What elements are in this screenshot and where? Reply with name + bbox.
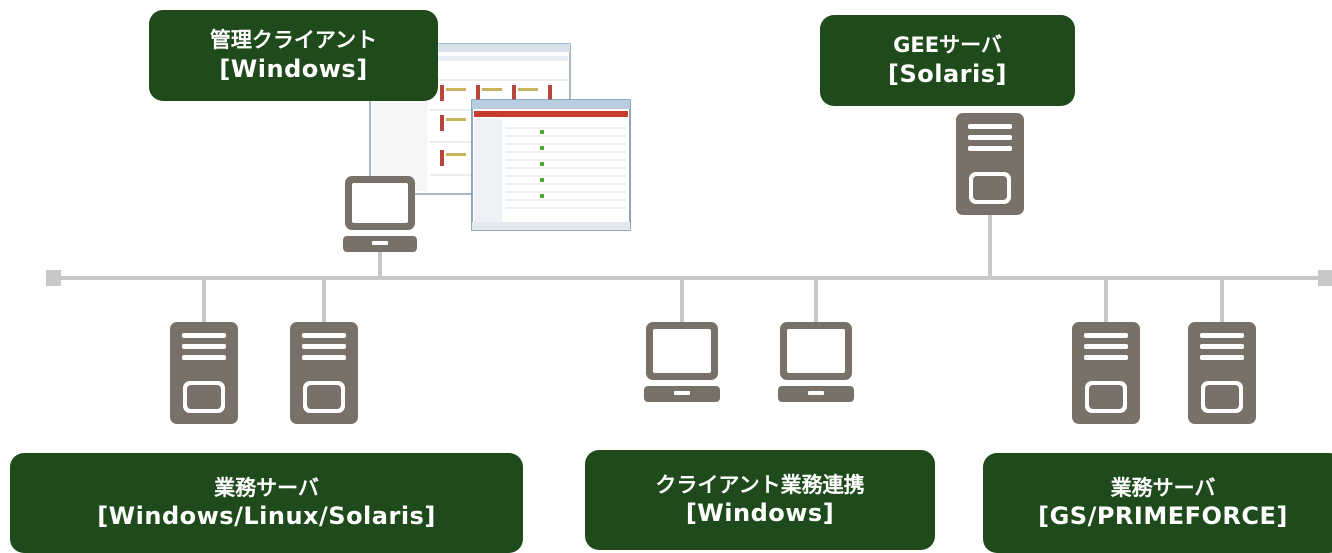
backbone-left-terminator (46, 270, 61, 286)
laptop-icon (343, 176, 417, 252)
admin-client-label: 管理クライアント [Windows] (149, 10, 438, 101)
server-icon (1188, 322, 1256, 424)
gee-server-platform: [Solaris] (888, 59, 1007, 88)
server-icon (1072, 322, 1140, 424)
laptop-icon (644, 322, 720, 402)
business-server-open-title: 業務サーバ (214, 475, 319, 500)
gee-server-label: GEEサーバ [Solaris] (820, 15, 1075, 106)
network-lines (46, 215, 1332, 322)
business-server-mainframe-platform: [GS/PRIMEFORCE] (1038, 502, 1288, 531)
client-business-link-platform: [Windows] (685, 499, 835, 528)
client-business-link-title: クライアント業務連携 (655, 472, 865, 497)
admin-client-platform: [Windows] (219, 54, 368, 83)
backbone-right-terminator (1318, 270, 1332, 286)
client-business-link-label: クライアント業務連携 [Windows] (585, 450, 935, 550)
business-server-mainframe-title: 業務サーバ (1110, 475, 1216, 500)
laptop-icon (778, 322, 854, 402)
gee-server-title: GEEサーバ (893, 33, 1002, 58)
server-icon (956, 113, 1024, 215)
server-icon (290, 322, 358, 424)
server-icon (170, 322, 238, 424)
admin-client-title: 管理クライアント (209, 28, 378, 53)
business-server-open-platform: [Windows/Linux/Solaris] (97, 502, 436, 531)
business-server-open-label: 業務サーバ [Windows/Linux/Solaris] (10, 453, 523, 553)
business-server-mainframe-label: 業務サーバ [GS/PRIMEFORCE] (983, 453, 1332, 553)
